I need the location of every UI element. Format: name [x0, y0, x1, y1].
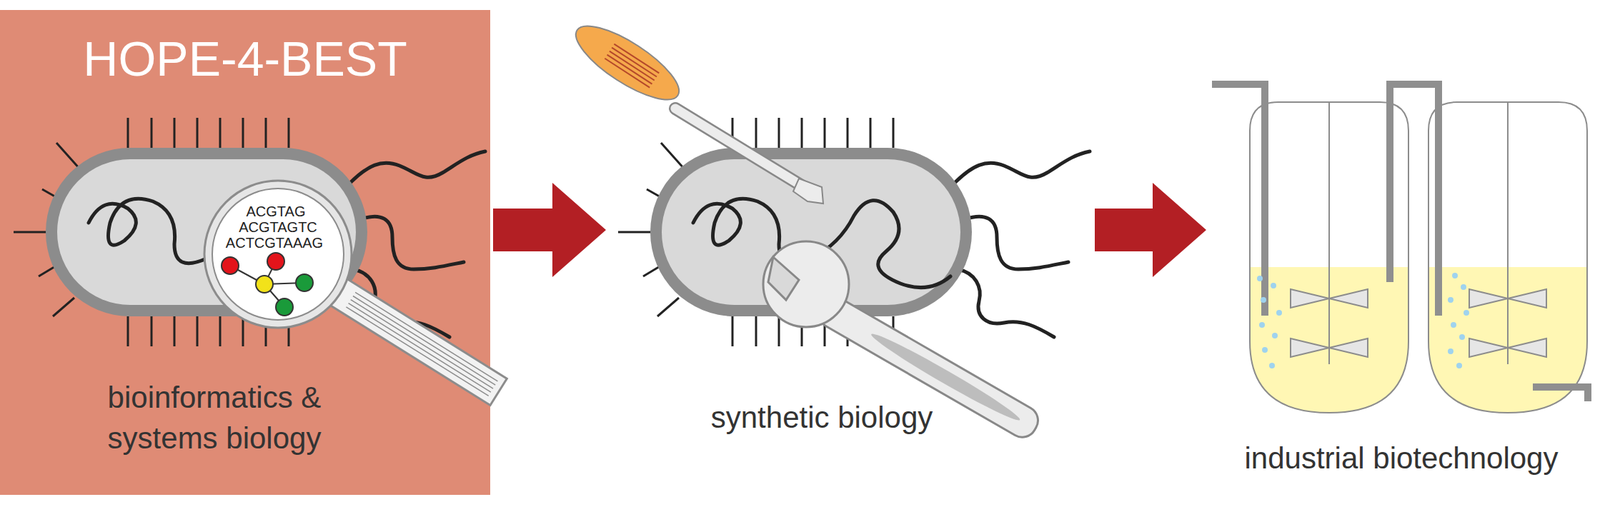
- sequence-text: ACGTAG: [246, 204, 306, 219]
- bioreactor: [1211, 84, 1594, 425]
- flow-arrow: [1094, 182, 1207, 278]
- stage-label: bioinformatics & systems biology: [103, 377, 326, 459]
- stage-label: industrial biotechnology: [1244, 441, 1559, 476]
- highlight-panel: HOPE-4-BEST bioinformatics & systems biol…: [0, 10, 491, 496]
- stage-group: industrial biotechnology: [1207, 64, 1595, 486]
- sequence-text: ACGTAGTC: [238, 220, 318, 235]
- flow-arrow: [493, 182, 606, 278]
- stage-label: synthetic biology: [711, 400, 934, 436]
- panel-title: HOPE-4-BEST: [82, 30, 407, 87]
- screwdriver: [565, 13, 824, 204]
- magnifier-handle: [328, 277, 508, 406]
- sequence-text: ACTCGTAAAG: [225, 235, 324, 251]
- stage-group: synthetic biology: [607, 107, 1092, 479]
